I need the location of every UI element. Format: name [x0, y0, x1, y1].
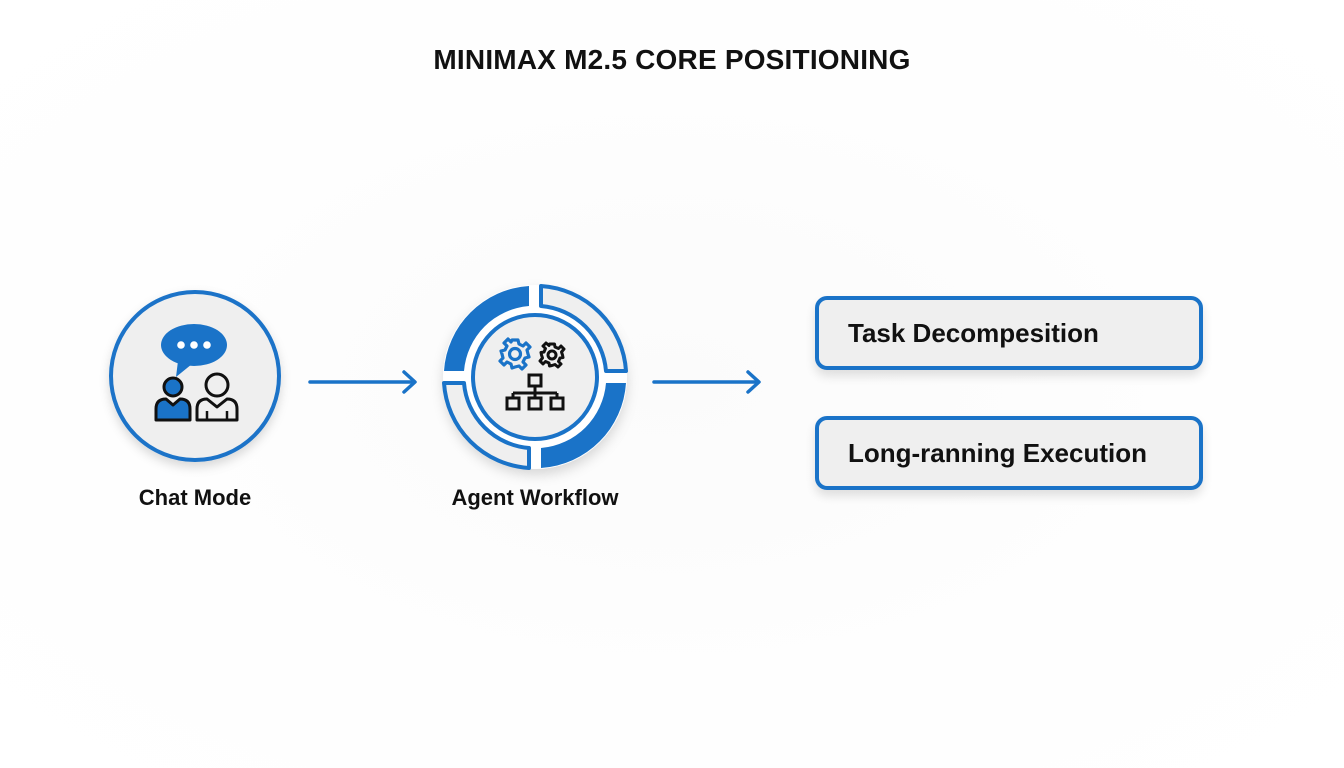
chat-mode-label: Chat Mode: [138, 485, 252, 510]
capability-label: Long-ranning Execution: [848, 437, 1147, 468]
arrow-right-icon: [308, 370, 417, 394]
diagram-title: MINIMAX M2.5 CORE POSITIONING: [433, 44, 911, 75]
capability-task-decomposition: Task Decompesition: [815, 296, 1203, 370]
agent-workflow-ring: [442, 284, 628, 470]
hierarchy-icon: [505, 373, 565, 411]
chat-mode-circle: [109, 290, 281, 462]
capability-long-running-execution: Long-ranning Execution: [815, 416, 1203, 490]
agent-workflow-label: Agent Workflow: [451, 485, 619, 510]
agent-workflow-node: Agent Workflow: [440, 282, 630, 510]
capability-label: Task Decompesition: [848, 317, 1099, 348]
gears-icon: [498, 337, 566, 371]
two-users-icon: [154, 372, 239, 422]
arrow-right-icon: [652, 370, 761, 394]
speech-bubble-icon: [161, 324, 227, 377]
chat-mode-node: Chat Mode: [108, 289, 282, 510]
